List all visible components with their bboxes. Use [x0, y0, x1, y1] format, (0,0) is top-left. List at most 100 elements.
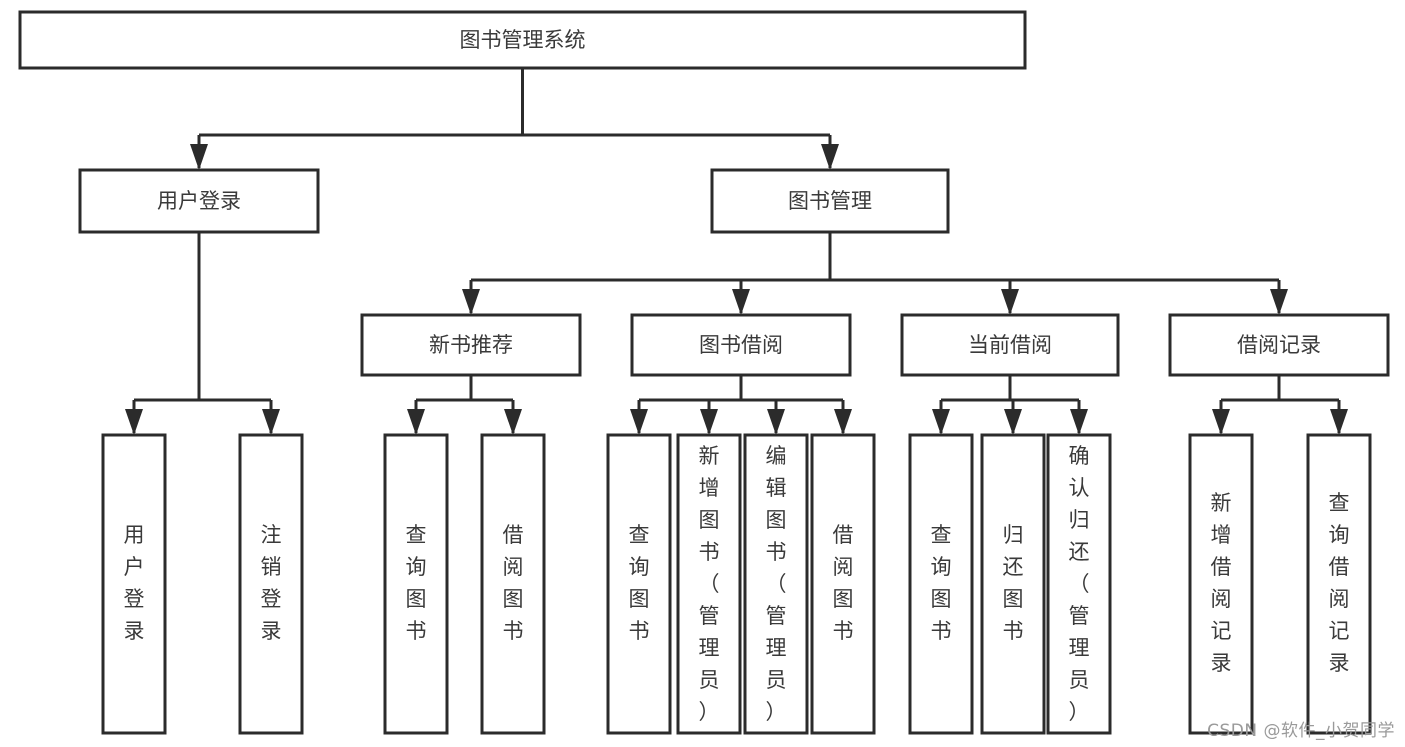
label-char: 询	[406, 555, 427, 579]
node-box-book-manage[interactable]	[710, 168, 950, 234]
arrow-head-icon	[1330, 409, 1348, 435]
label-char: 用	[124, 523, 145, 547]
node-box-new-book-rec[interactable]	[360, 313, 582, 377]
node-book-manage[interactable]: 图书管理	[710, 168, 950, 234]
node-box-leaf-return-book[interactable]	[980, 433, 1046, 735]
label-char: 书	[931, 619, 952, 643]
arrow-head-icon	[190, 144, 208, 170]
node-box-current-borrow[interactable]	[900, 313, 1120, 377]
label-char: 图	[766, 508, 787, 532]
node-new-book-rec[interactable]: 新书推荐	[360, 313, 582, 377]
arrow-head-icon	[700, 409, 718, 435]
label-char: （	[766, 572, 787, 596]
label-char: 图	[931, 587, 952, 611]
node-label-leaf-user-login: 用户登录	[124, 523, 145, 643]
node-box-leaf-add-book[interactable]	[676, 433, 742, 735]
label-char: 新	[699, 444, 720, 468]
arrow-head-icon	[932, 409, 950, 435]
node-box-leaf-query-book-2[interactable]	[606, 433, 672, 735]
label-char: 管	[766, 604, 787, 628]
arrow-head-icon	[125, 409, 143, 435]
label-char: ）	[766, 700, 787, 724]
arrow-head-icon	[462, 289, 480, 315]
node-box-root[interactable]	[18, 10, 1027, 70]
node-label-current-borrow: 当前借阅	[968, 333, 1052, 357]
label-char: 理	[1069, 636, 1090, 660]
node-current-borrow[interactable]: 当前借阅	[900, 313, 1120, 377]
label-char: 录	[1329, 651, 1350, 675]
node-root[interactable]: 图书管理系统	[18, 10, 1027, 70]
label-char: 确	[1069, 444, 1090, 468]
arrow-head-icon	[1070, 409, 1088, 435]
label-char: 书	[699, 540, 720, 564]
label-char: 图	[406, 587, 427, 611]
node-box-book-borrow[interactable]	[630, 313, 852, 377]
node-box-leaf-logout[interactable]	[238, 433, 304, 735]
arrow-head-icon	[732, 289, 750, 315]
arrow-head-icon	[821, 144, 839, 170]
node-label-book-manage: 图书管理	[788, 189, 872, 213]
node-box-leaf-query-record[interactable]	[1306, 433, 1372, 735]
node-box-user-login[interactable]	[78, 168, 320, 234]
node-box-borrow-record[interactable]	[1168, 313, 1390, 377]
arrow-head-icon	[630, 409, 648, 435]
label-char: 辑	[766, 476, 787, 500]
label-char: 归	[1069, 508, 1090, 532]
label-char: 增	[699, 476, 720, 500]
label-char: 员	[699, 668, 720, 692]
node-borrow-record[interactable]: 借阅记录	[1168, 313, 1390, 377]
node-box-leaf-confirm-return[interactable]	[1046, 433, 1112, 735]
arrow-head-icon	[1001, 289, 1019, 315]
node-book-borrow[interactable]: 图书借阅	[630, 313, 852, 377]
label-char: 询	[931, 555, 952, 579]
connector-layer	[125, 68, 1348, 435]
node-layer: 图书管理系统用户登录图书管理新书推荐图书借阅当前借阅借阅记录用户登录注销登录查询…	[18, 10, 1390, 735]
node-box-leaf-user-login[interactable]	[101, 433, 167, 735]
label-char: 查	[406, 523, 427, 547]
node-box-leaf-edit-book[interactable]	[743, 433, 809, 735]
node-box-leaf-borrow-book-2[interactable]	[810, 433, 876, 735]
label-char: 录	[1211, 651, 1232, 675]
label-char: 理	[766, 636, 787, 660]
label-char: 借	[1329, 555, 1350, 579]
label-char: 借	[833, 523, 854, 547]
label-char: 书	[833, 619, 854, 643]
node-label-new-book-rec: 新书推荐	[429, 333, 513, 357]
node-box-leaf-query-book-3[interactable]	[908, 433, 974, 735]
node-user-login[interactable]: 用户登录	[78, 168, 320, 234]
label-char: 图	[503, 587, 524, 611]
node-box-leaf-borrow-book-1[interactable]	[480, 433, 546, 735]
label-char: 还	[1003, 555, 1024, 579]
arrow-head-icon	[262, 409, 280, 435]
label-char: ）	[1069, 700, 1090, 724]
label-char: ）	[699, 700, 720, 724]
node-box-leaf-add-record[interactable]	[1188, 433, 1254, 735]
label-char: 查	[629, 523, 650, 547]
label-char: 管	[1069, 604, 1090, 628]
node-box-leaf-query-book-1[interactable]	[383, 433, 449, 735]
label-char: 借	[1211, 555, 1232, 579]
label-char: 阅	[1329, 587, 1350, 611]
label-char: 书	[503, 619, 524, 643]
label-char: 新	[1211, 491, 1232, 515]
node-leaf-user-login[interactable]: 用户登录	[101, 433, 167, 735]
label-char: 图	[1003, 587, 1024, 611]
label-char: 记	[1211, 619, 1232, 643]
